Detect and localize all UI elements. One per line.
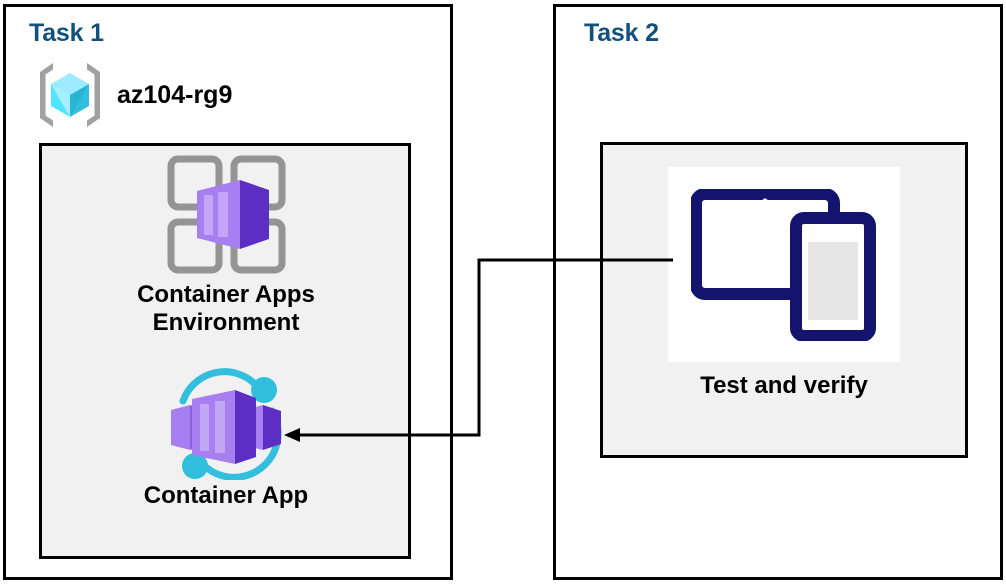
task-1-title: Task 1 bbox=[29, 19, 104, 47]
node-label-container-apps-environment: Container Apps Environment bbox=[137, 281, 315, 337]
resource-group-row: az104-rg9 bbox=[33, 58, 232, 132]
node-container-apps-environment: Container Apps Environment bbox=[78, 152, 374, 337]
node-label-container-app: Container App bbox=[143, 482, 309, 509]
container-app-icon bbox=[159, 368, 293, 480]
container-apps-environment-icon bbox=[164, 152, 289, 277]
task-2-title: Task 2 bbox=[584, 19, 659, 47]
test-and-verify-icon-frame bbox=[668, 167, 900, 362]
node-test-and-verify: Test and verify bbox=[663, 167, 905, 400]
node-label-test-and-verify: Test and verify bbox=[700, 372, 868, 399]
node-container-app: Container App bbox=[78, 368, 374, 510]
resource-group-name: az104-rg9 bbox=[117, 80, 233, 109]
resource-group-icon bbox=[33, 58, 107, 132]
test-and-verify-devices-icon bbox=[691, 188, 877, 341]
